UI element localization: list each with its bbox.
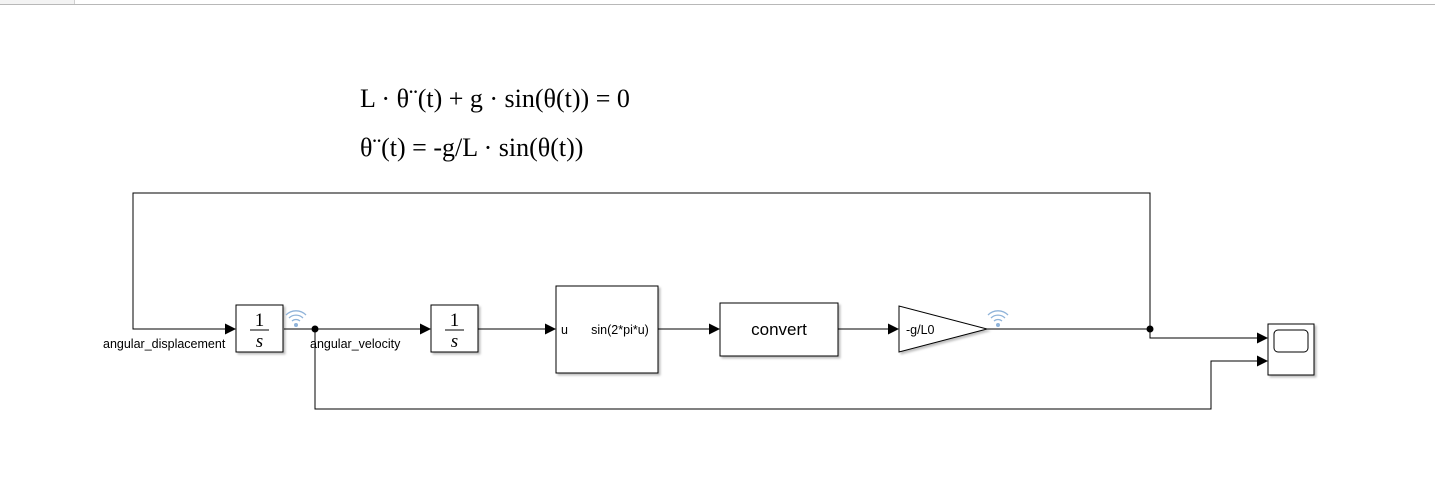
branch-point-acceleration	[1146, 325, 1154, 333]
equation-line-2-text: θ¨(t) = -g/L · sin(θ(t))	[360, 133, 584, 162]
gain-block[interactable]: -g/L0	[898, 305, 989, 353]
wifi-icon[interactable]	[987, 310, 1009, 327]
feedback-wire[interactable]	[132, 192, 1151, 330]
window-tab[interactable]	[0, 0, 75, 4]
branch-point-velocity	[311, 325, 319, 333]
wifi-icon[interactable]	[285, 310, 307, 327]
scope-input2-arrow	[1257, 355, 1268, 367]
angular-displacement-label[interactable]: angular_displacement	[103, 337, 226, 351]
equation-line-1: L · θ¨(t) + g · sin(θ(t)) = 0	[360, 84, 630, 114]
fcn-input-port-label: u	[561, 323, 568, 337]
integrator-block-2[interactable]: 1 s	[430, 304, 479, 353]
equation-line-1-text: L · θ¨(t) + g · sin(θ(t)) = 0	[360, 84, 630, 113]
integrator1-denominator: s	[256, 331, 263, 352]
convert-block[interactable]: convert	[719, 302, 839, 357]
gain-input-arrow	[888, 323, 899, 335]
integrator1-numerator: 1	[255, 310, 265, 331]
fcn-expression: sin(2*pi*u)	[591, 323, 649, 337]
fcn-input-arrow	[545, 323, 556, 335]
velocity-to-scope-wire[interactable]	[314, 329, 1257, 410]
integrator2-denominator: s	[451, 331, 458, 352]
scope-input1-arrow	[1257, 332, 1268, 344]
equation-line-2: θ¨(t) = -g/L · sin(θ(t))	[360, 133, 583, 163]
integrator1-input-arrow	[225, 323, 236, 335]
integrator2-numerator: 1	[450, 310, 460, 331]
scope-screen-icon	[1273, 329, 1309, 353]
gain-output-wire[interactable]	[987, 328, 1257, 339]
integrator-block-1[interactable]: 1 s	[235, 304, 284, 353]
window-top-bar	[0, 0, 1435, 5]
convert-label: convert	[751, 320, 807, 339]
integrator2-input-arrow	[420, 323, 431, 335]
fcn-block[interactable]: u sin(2*pi*u)	[555, 285, 659, 374]
gain-label: -g/L0	[906, 323, 935, 337]
scope-block[interactable]	[1267, 323, 1315, 376]
convert-input-arrow	[709, 323, 720, 335]
angular-velocity-label[interactable]: angular_velocity	[310, 337, 401, 351]
